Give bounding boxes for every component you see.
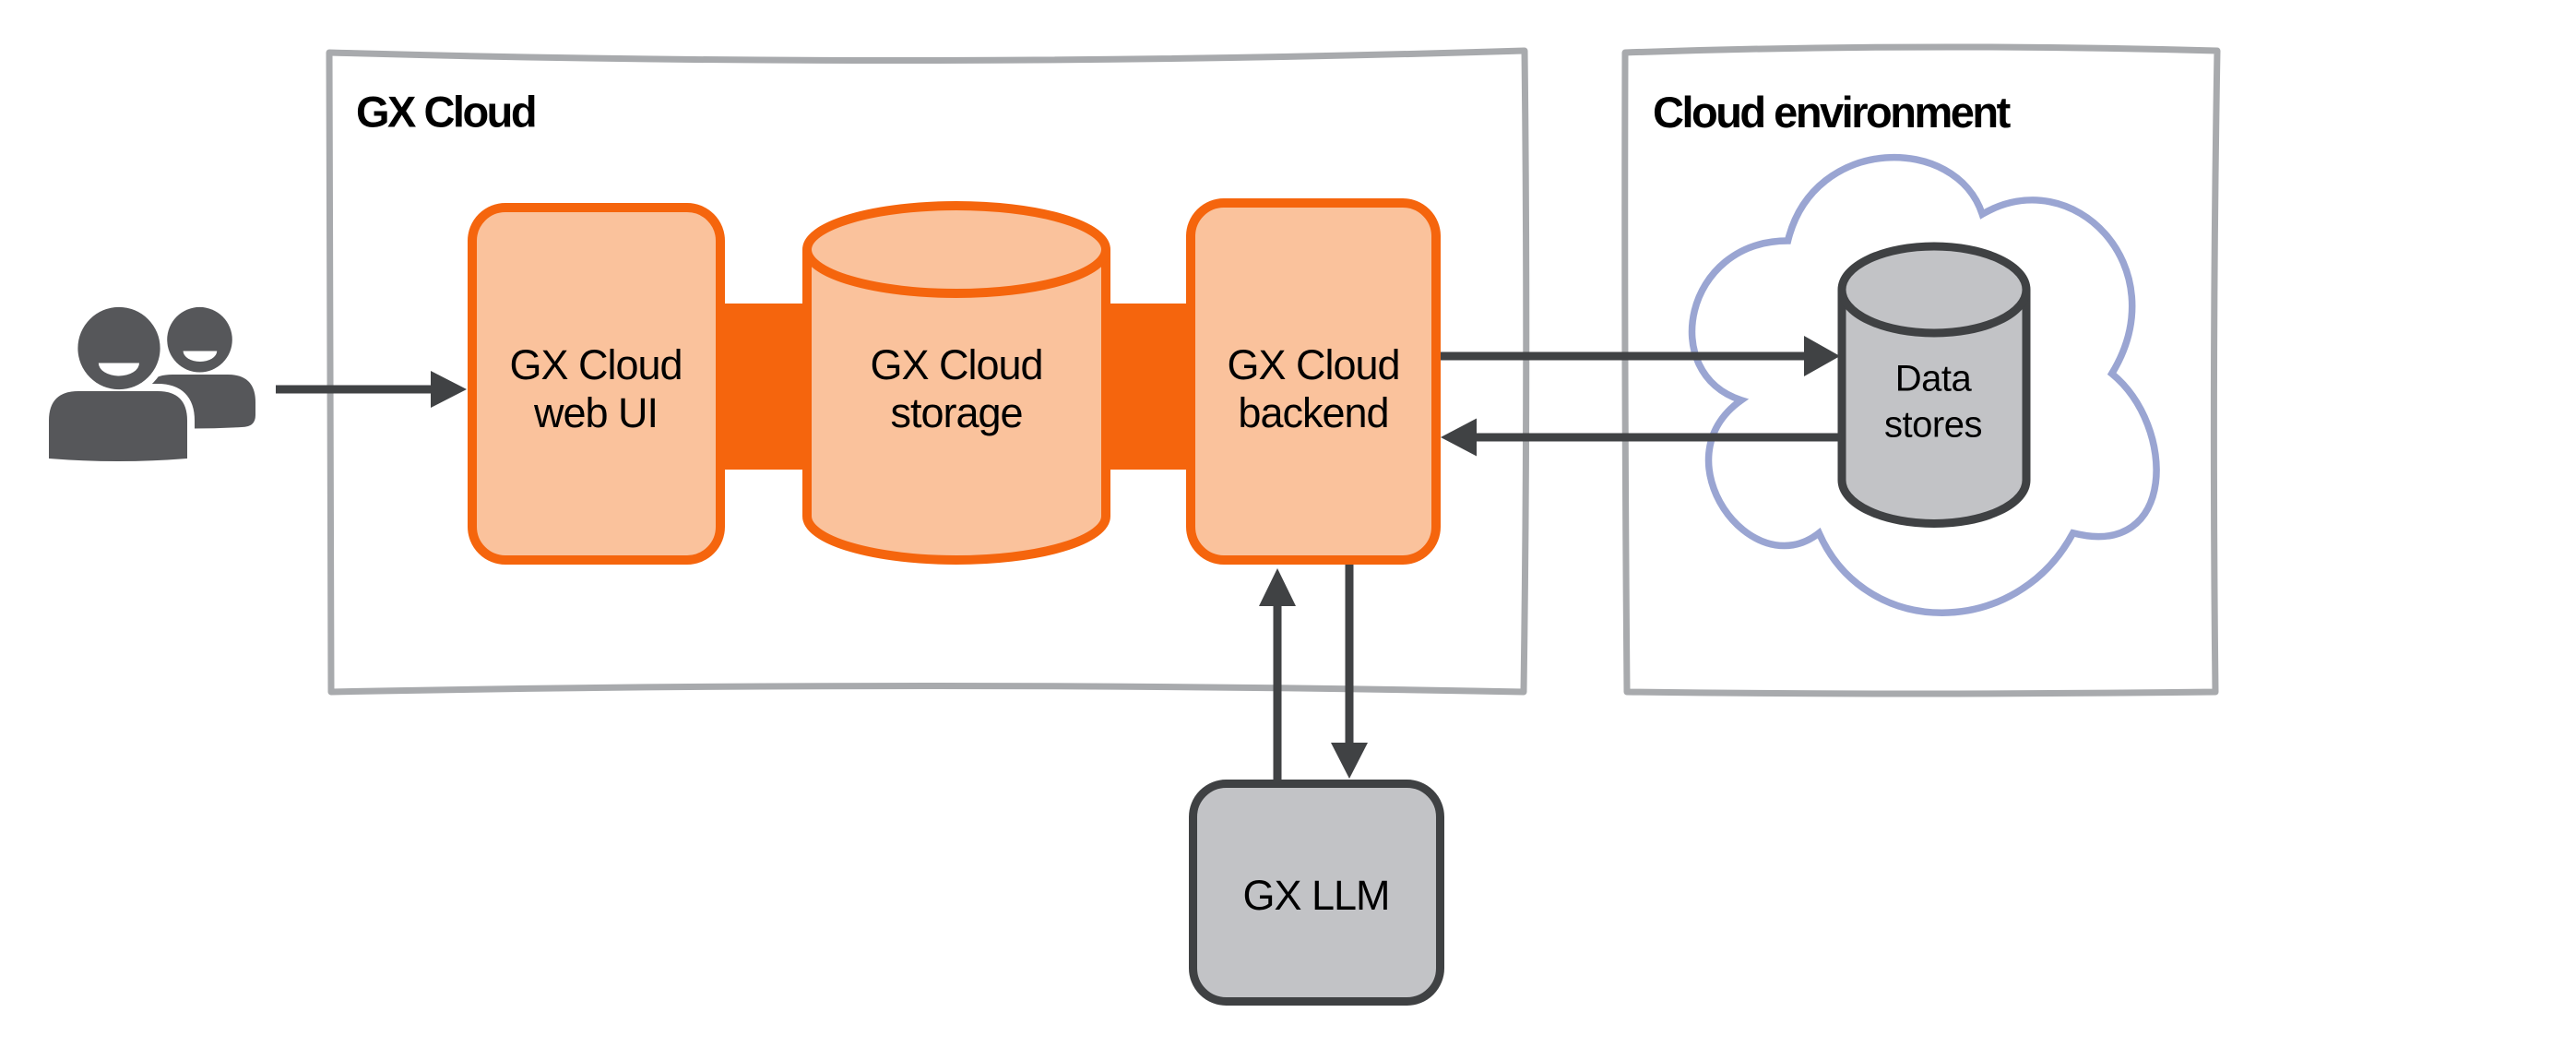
svg-text:web UI: web UI (533, 389, 658, 436)
svg-text:storage: storage (890, 389, 1022, 436)
svg-text:GX LLM: GX LLM (1242, 872, 1389, 919)
svg-text:GX Cloud: GX Cloud (870, 341, 1042, 388)
svg-text:backend: backend (1238, 389, 1388, 436)
svg-text:GX Cloud: GX Cloud (509, 341, 682, 388)
svg-text:GX Cloud: GX Cloud (356, 88, 535, 137)
svg-text:Data: Data (1895, 359, 1973, 399)
svg-text:GX Cloud: GX Cloud (1227, 341, 1399, 388)
svg-text:Cloud environment: Cloud environment (1653, 88, 2012, 137)
svg-text:stores: stores (1884, 405, 1982, 446)
